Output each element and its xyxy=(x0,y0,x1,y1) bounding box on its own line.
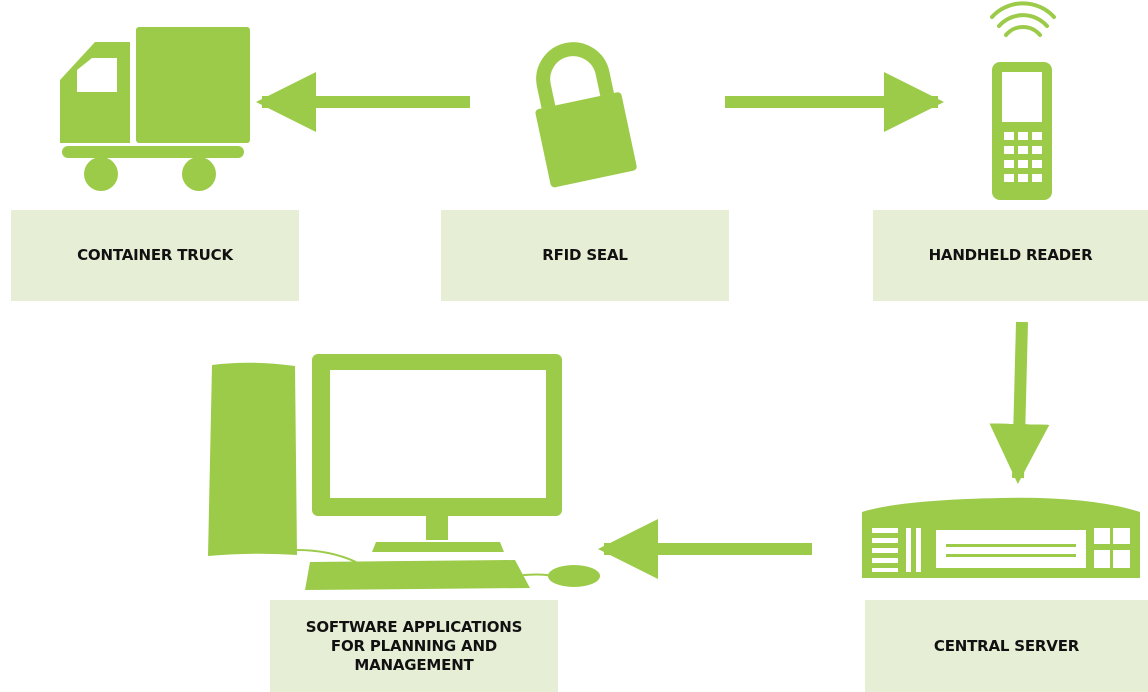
container-truck-label: CONTAINER TRUCK xyxy=(11,210,299,301)
padlock-icon xyxy=(535,42,637,188)
rfid-seal-text: RFID SEAL xyxy=(542,246,628,264)
handheld-reader-text: HANDHELD READER xyxy=(928,246,1093,264)
central-server-label: CENTRAL SERVER xyxy=(865,600,1148,692)
container-truck-text: CONTAINER TRUCK xyxy=(77,246,233,264)
central-server-text: CENTRAL SERVER xyxy=(933,636,1080,655)
rfid-seal-label: RFID SEAL xyxy=(441,210,729,301)
truck-icon xyxy=(60,27,250,191)
handheld-reader-icon xyxy=(990,1,1056,200)
software-applications-label: SOFTWARE APPLICATIONS FOR PLANNING AND M… xyxy=(270,600,558,692)
arrows xyxy=(256,72,1050,579)
software-applications-text: SOFTWARE APPLICATIONS FOR PLANNING AND M… xyxy=(305,617,523,674)
arrow-reader-to-server xyxy=(989,321,1050,484)
handheld-reader-label: HANDHELD READER xyxy=(873,210,1148,301)
desktop-computer-icon xyxy=(208,354,600,590)
server-icon xyxy=(862,497,1140,578)
